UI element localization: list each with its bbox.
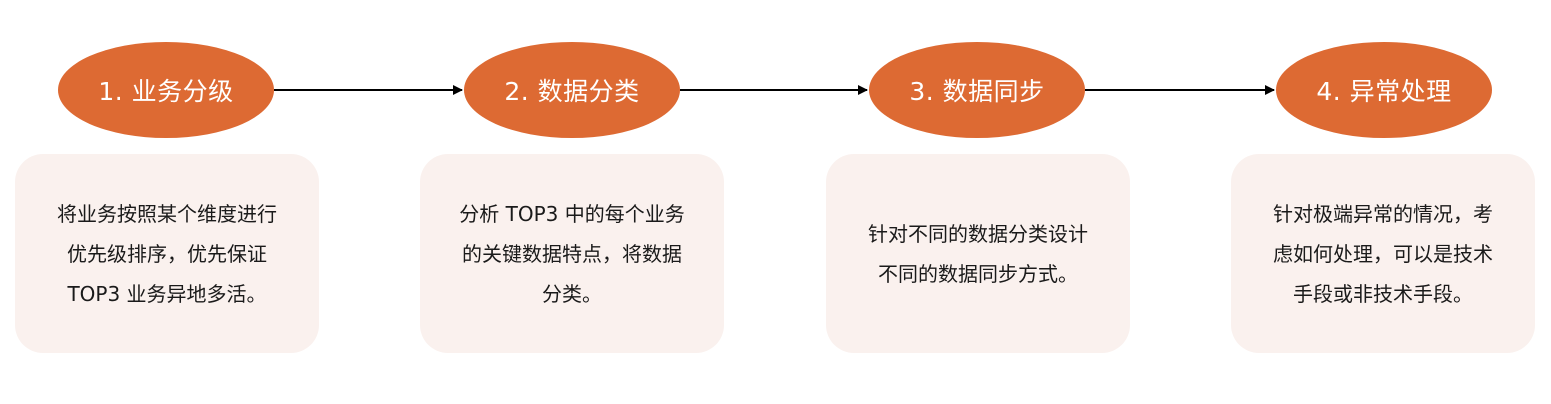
step-4-card: 针对极端异常的情况，考 虑如何处理，可以是技术 手段或非技术手段。 (1231, 154, 1535, 353)
step-4-description: 针对极端异常的情况，考 虑如何处理，可以是技术 手段或非技术手段。 (1273, 201, 1493, 306)
step-4-title: 4. 异常处理 (1316, 77, 1452, 106)
step-1-title: 1. 业务分级 (98, 77, 234, 106)
step-3-title: 3. 数据同步 (909, 77, 1045, 106)
step-1-card: 将业务按照某个维度进行 优先级排序，优先保证 TOP3 业务异地多活。 (15, 154, 319, 353)
step-2-card: 分析 TOP3 中的每个业务 的关键数据特点，将数据 分类。 (420, 154, 724, 353)
step-2-node: 2. 数据分类 (464, 42, 680, 138)
step-1-node: 1. 业务分级 (58, 42, 274, 138)
step-4-node: 4. 异常处理 (1276, 42, 1492, 138)
step-2-title: 2. 数据分类 (504, 77, 640, 106)
step-3-description: 针对不同的数据分类设计 不同的数据同步方式。 (868, 221, 1088, 286)
step-3-node: 3. 数据同步 (869, 42, 1085, 138)
step-2-description: 分析 TOP3 中的每个业务 的关键数据特点，将数据 分类。 (459, 201, 685, 306)
step-3-card: 针对不同的数据分类设计 不同的数据同步方式。 (826, 154, 1130, 353)
step-1-description: 将业务按照某个维度进行 优先级排序，优先保证 TOP3 业务异地多活。 (57, 201, 277, 306)
